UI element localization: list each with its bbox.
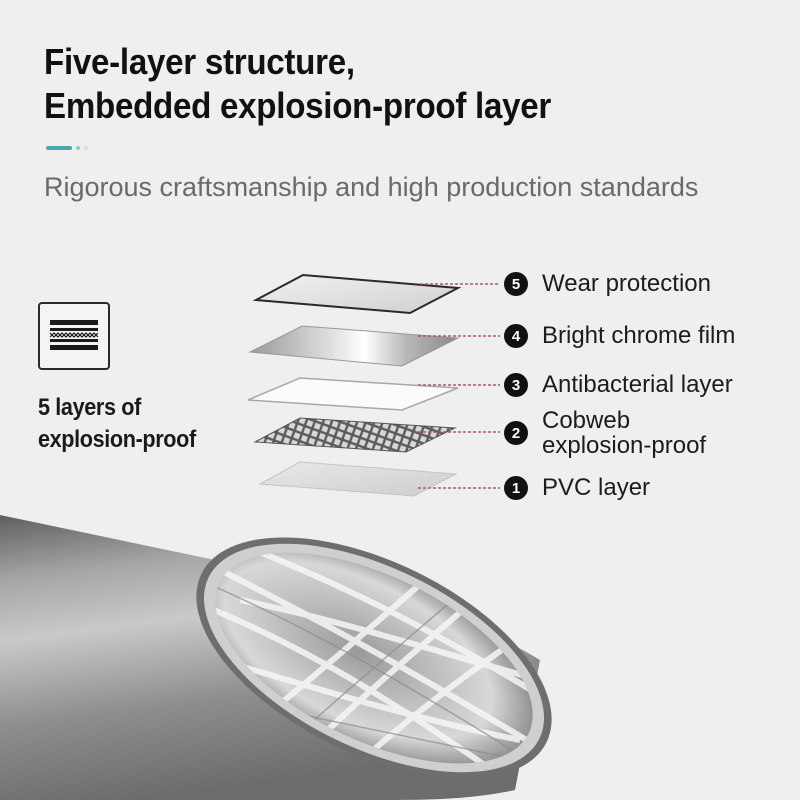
badge-caption-line-2: explosion-proof (38, 426, 196, 453)
layer-1-sheet (258, 461, 458, 497)
exploded-layer-diagram (247, 273, 500, 497)
badge-caption-line-1: 5 layers of (38, 394, 141, 421)
subtitle: Rigorous craftsmanship and high producti… (44, 172, 699, 202)
accent-divider (46, 146, 106, 150)
layer-5-sheet (252, 273, 462, 315)
badge-caption: 5 layers of explosion-proof (38, 392, 196, 456)
page-title: Five-layer structure, Embedded explosion… (44, 40, 551, 128)
title-line-1: Five-layer structure, (44, 41, 355, 82)
title-line-2: Embedded explosion-proof layer (44, 85, 552, 126)
layered-sheet-icon (38, 302, 110, 370)
layer-2-sheet (253, 417, 457, 453)
layer-3-sheet (247, 377, 459, 411)
layer-4-sheet (248, 325, 460, 367)
